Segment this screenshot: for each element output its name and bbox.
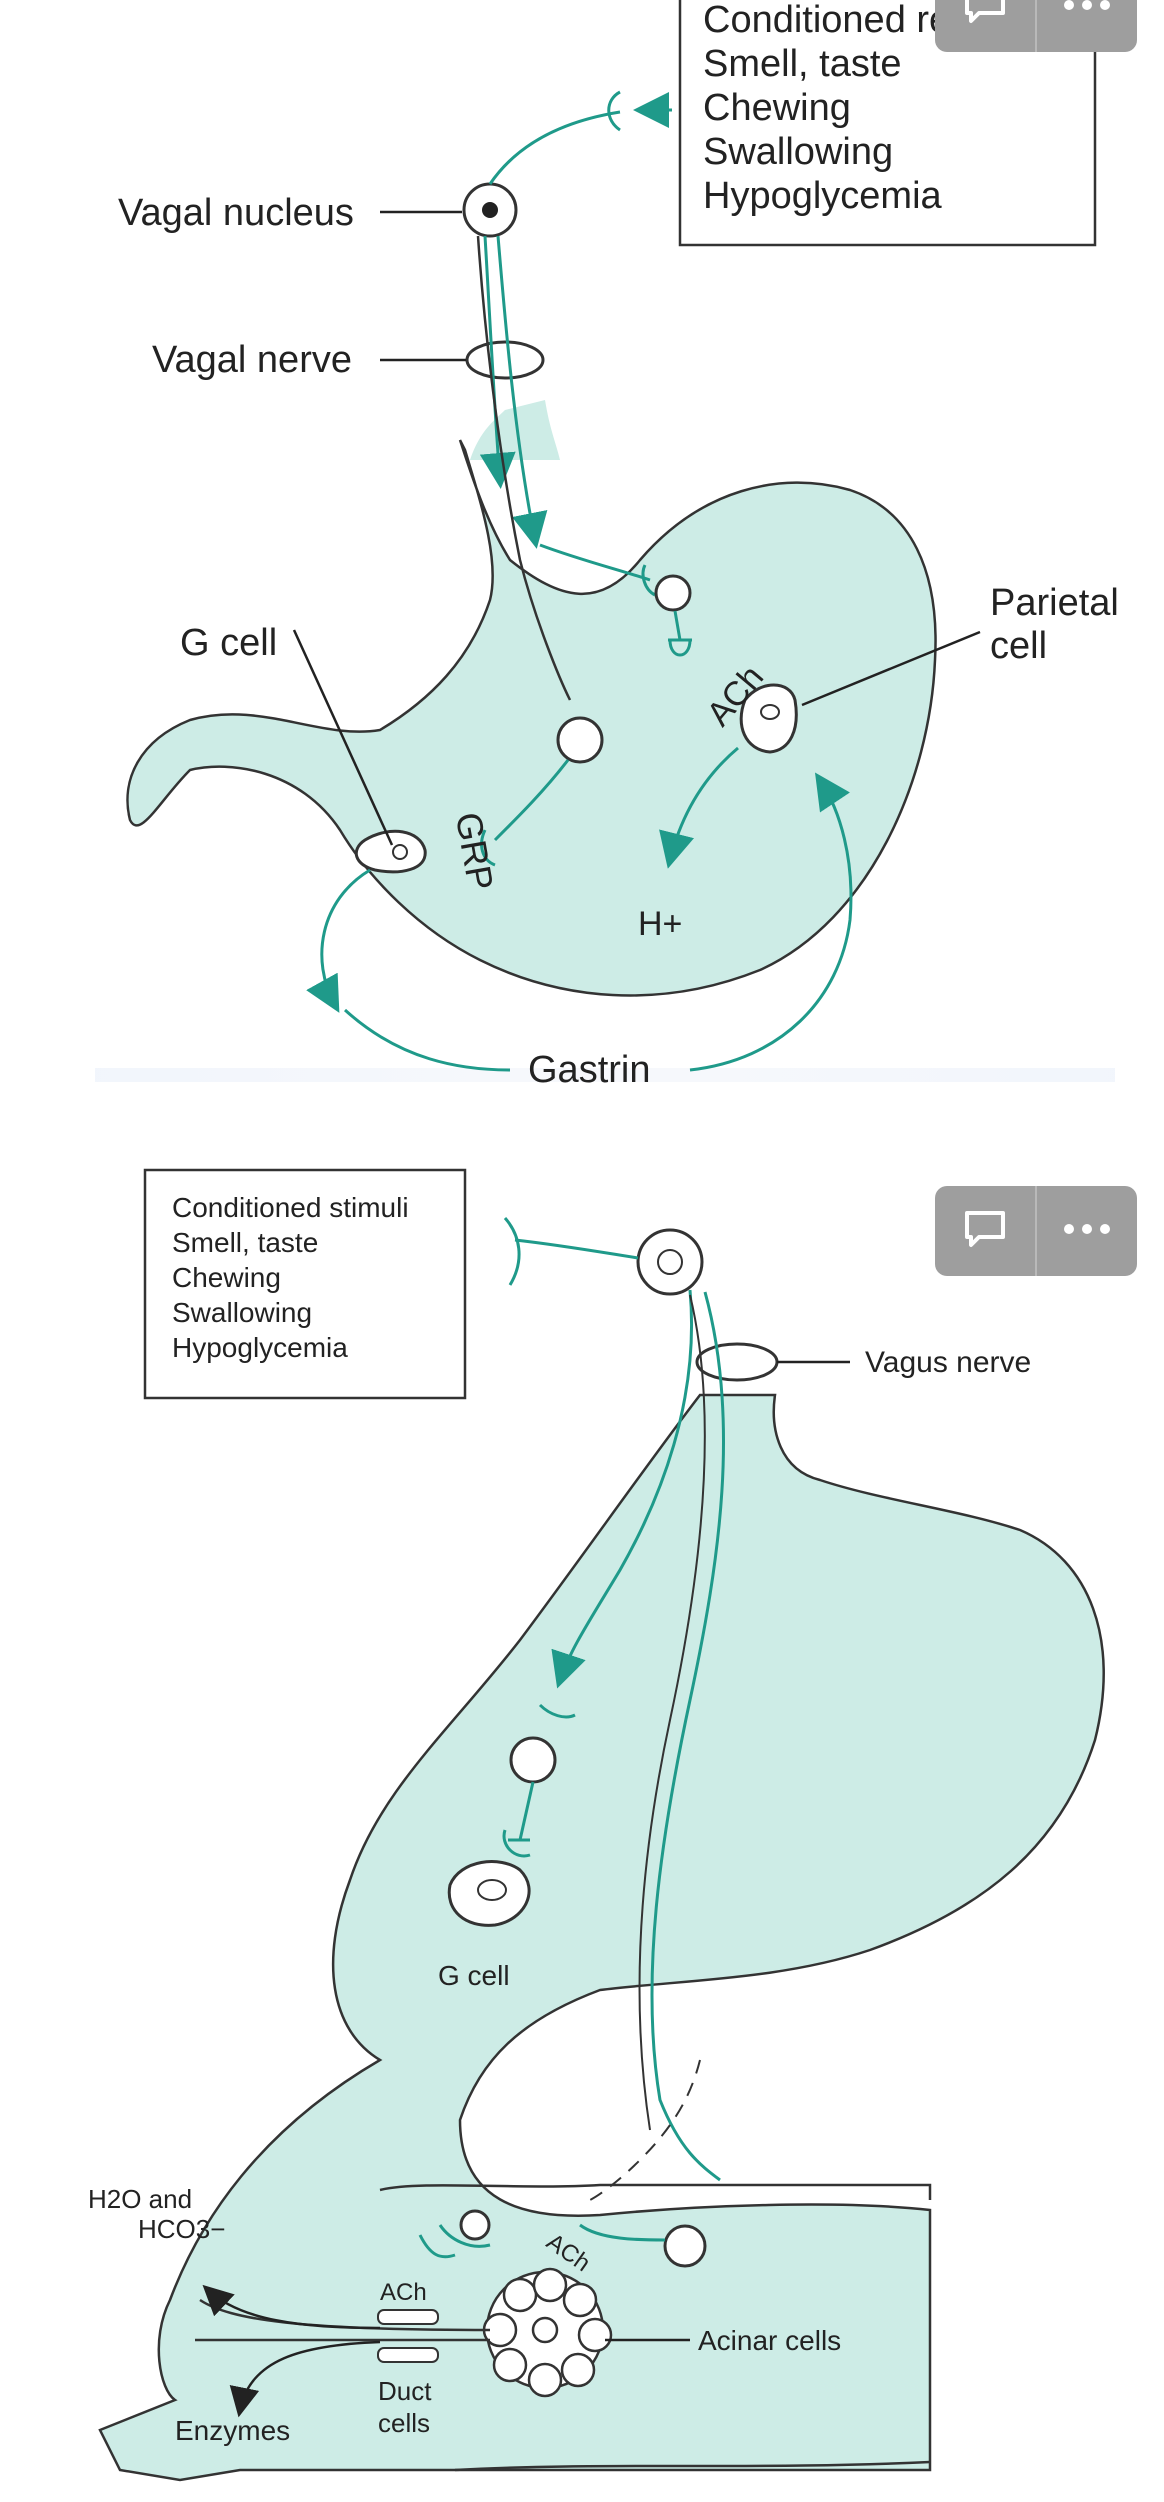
- comment-button[interactable]: [935, 1186, 1035, 1276]
- acinar-cluster-icon: [482, 2267, 613, 2398]
- h2o-label: H2O and: [88, 2184, 192, 2214]
- g-cell-2-icon: [447, 1860, 531, 1927]
- vagal-nucleus-label: Vagal nucleus: [118, 192, 354, 234]
- figure-2-gastrin-pancreas: Conditioned stimuli Smell, taste Chewing…: [88, 1168, 1105, 2482]
- stimulus-line-3: Chewing: [703, 87, 851, 129]
- more-dots-icon: [1062, 1222, 1112, 1241]
- pancreatic-ganglion-left: [459, 2209, 491, 2241]
- ach-left-label: ACh: [380, 2279, 427, 2306]
- stimulus2-line-2: Smell, taste: [172, 1227, 318, 1258]
- g-cell-1-icon: [354, 829, 427, 874]
- stimulus-line-2: Smell, taste: [703, 43, 902, 85]
- hco3-label: HCO3−: [138, 2214, 225, 2244]
- more-button[interactable]: [1035, 1186, 1137, 1276]
- ganglion-cell-upper: [654, 574, 692, 612]
- acinar-cells-label: Acinar cells: [698, 2325, 841, 2356]
- stomach-2: [98, 1393, 1105, 2482]
- stimulus2-line-3: Chewing: [172, 1262, 281, 1293]
- stimuli-box-2: [143, 1168, 467, 1400]
- pancreatic-ganglion-right: [663, 2224, 707, 2268]
- parietal-label-2: cell: [990, 625, 1047, 667]
- more-dots-icon: [1062, 0, 1112, 17]
- stimulus2-line-1: Conditioned stimuli: [172, 1192, 409, 1223]
- duct-label-1: Duct: [378, 2376, 432, 2406]
- ganglion-cell-lower: [556, 716, 604, 764]
- vagal-nerve-ring: [465, 340, 545, 380]
- figure-1-gastric-phase: Conditioned reflexes Smell, taste Chewin…: [118, 0, 1119, 1091]
- vagal-nucleus-2-icon: [636, 1228, 704, 1296]
- speech-bubble-icon: [963, 1209, 1007, 1254]
- parietal-label-1: Parietal: [990, 582, 1119, 624]
- h-plus-label: H+: [638, 905, 682, 943]
- stimulus2-line-5: Hypoglycemia: [172, 1332, 348, 1363]
- vagal-nerve-label: Vagal nerve: [152, 339, 352, 381]
- duct-cells-icon: [377, 2309, 439, 2363]
- stimulus-line-4: Swallowing: [703, 131, 893, 173]
- duct-label-2: cells: [378, 2408, 430, 2438]
- overlay-toolbar-top: [935, 0, 1137, 52]
- overlay-toolbar-bottom: [935, 1186, 1137, 1276]
- stimulus-line-5: Hypoglycemia: [703, 175, 943, 217]
- g-cell-label: G cell: [180, 622, 277, 664]
- faint-caption-strip: [95, 1068, 1115, 1082]
- enzymes-label: Enzymes: [175, 2415, 290, 2446]
- ganglion-cell-2: [509, 1736, 557, 1784]
- comment-button-top[interactable]: [935, 0, 1035, 52]
- more-button-top[interactable]: [1035, 0, 1137, 52]
- vagus-nerve-ring: [695, 1342, 779, 1382]
- stomach-1: [126, 439, 937, 997]
- gastrin-label: Gastrin: [528, 1049, 650, 1091]
- speech-bubble-icon: [963, 0, 1007, 30]
- stimulus2-line-4: Swallowing: [172, 1297, 312, 1328]
- g-cell-2-label: G cell: [438, 1960, 510, 1991]
- vagus-nerve-label: Vagus nerve: [865, 1346, 1031, 1379]
